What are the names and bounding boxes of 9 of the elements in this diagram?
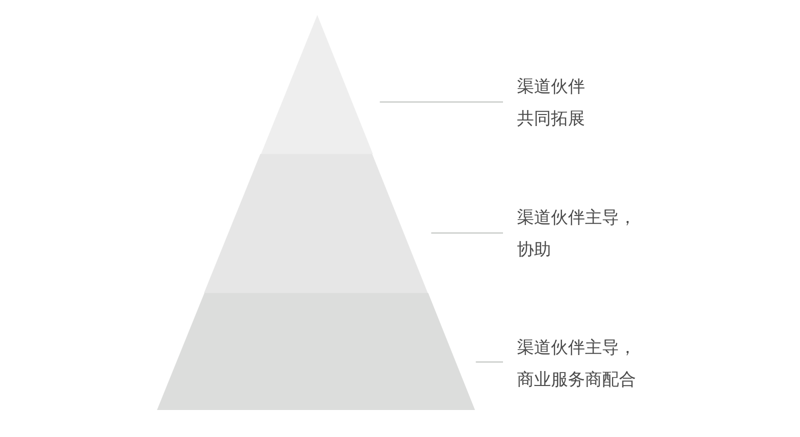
- leader-line: [380, 101, 503, 103]
- tier-description: 渠道伙伴主导，协助: [517, 202, 647, 266]
- pyramid-tier: [157, 293, 475, 410]
- tier-description: 渠道伙伴共同拓展: [517, 71, 595, 135]
- pyramid-tier: [260, 15, 373, 154]
- leader-line: [476, 361, 503, 363]
- tier-description: 渠道伙伴主导，商业服务商配合: [517, 332, 647, 396]
- leader-line: [431, 232, 503, 234]
- pyramid-tier: [204, 154, 428, 293]
